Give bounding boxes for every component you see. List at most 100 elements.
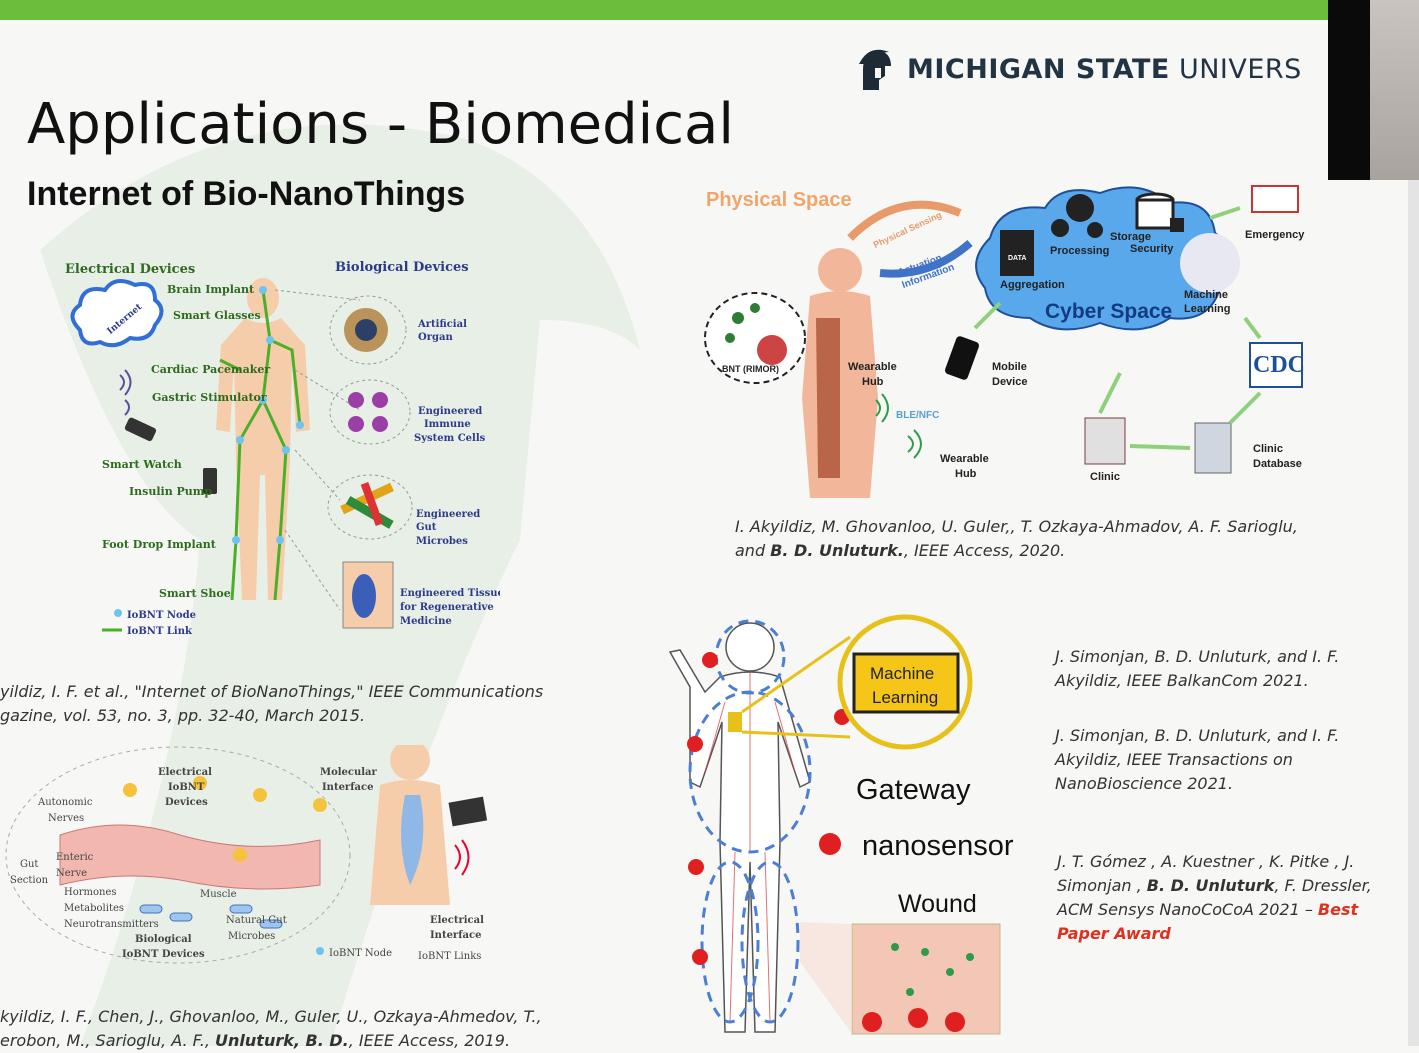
svg-text:Insulin Pump: Insulin Pump — [129, 485, 212, 498]
svg-text:IoBNT Devices: IoBNT Devices — [122, 949, 205, 960]
svg-text:Wearable: Wearable — [848, 361, 897, 373]
svg-text:Microbes: Microbes — [416, 536, 468, 547]
svg-text:IoBNT: IoBNT — [168, 782, 205, 793]
cyber-physical-figure: Physical Space Physical Sensing Actuatio… — [704, 185, 1305, 498]
processing-gears-icon — [1051, 194, 1103, 238]
svg-text:Natural Gut: Natural Gut — [226, 915, 287, 926]
physical-space-label: Physical Space — [706, 189, 852, 211]
data-stack-icon — [1000, 230, 1034, 276]
iobnt-body-figure: Electrical Devices Biological Devices In… — [65, 260, 500, 637]
svg-text:Mobile: Mobile — [992, 361, 1027, 373]
ble-signal-icon — [875, 393, 889, 423]
svg-text:System Cells: System Cells — [414, 433, 486, 444]
woman-figure — [802, 248, 878, 498]
svg-text:Brain Implant: Brain Implant — [167, 283, 255, 296]
svg-text:IoBNT Node: IoBNT Node — [127, 610, 196, 621]
webcam-feed — [1370, 0, 1419, 180]
smartphone-icon — [124, 417, 157, 442]
gut-microbes-icon — [340, 481, 394, 529]
msu-logo: MICHIGAN STATE UNIVERS — [855, 45, 1302, 93]
svg-text:Nerves: Nerves — [48, 813, 84, 824]
citation-iobnt-2015: yildiz, I. F. et al., "Internet of BioNa… — [0, 682, 544, 725]
svg-text:Hub: Hub — [955, 468, 977, 480]
nanosensor-legend-icon — [819, 833, 841, 855]
microbes-icon — [139, 904, 283, 929]
clinic-database-icon — [1194, 422, 1232, 474]
svg-text:Biological: Biological — [135, 934, 192, 945]
svg-text:IoBNT Link: IoBNT Link — [127, 626, 193, 637]
torso-figure — [370, 745, 450, 905]
citation-ieee-access-2020: I. Akyildiz, M. Ghovanloo, U. Guler,, T.… — [735, 517, 1298, 560]
svg-text:Molecular: Molecular — [320, 767, 378, 778]
actuation-arrow — [879, 239, 973, 278]
svg-text:Gut: Gut — [416, 522, 437, 533]
svg-text:Autonomic: Autonomic — [37, 797, 93, 808]
svg-text:Machine: Machine — [870, 664, 934, 683]
svg-text:Electrical: Electrical — [158, 767, 212, 778]
clinic-icon — [1084, 417, 1126, 465]
body-vascular-outline — [668, 622, 811, 1033]
svg-text:Hub: Hub — [862, 376, 884, 388]
svg-text:Immune: Immune — [424, 419, 471, 430]
svg-text:Gut: Gut — [20, 859, 38, 870]
iobnt-nodes — [232, 286, 304, 544]
svg-text:Organ: Organ — [418, 332, 453, 343]
svg-text:Machine: Machine — [1184, 289, 1228, 301]
wireless-signal-icon — [119, 369, 132, 416]
spartan-helmet-icon — [859, 49, 891, 90]
svg-text:Storage: Storage — [1110, 231, 1151, 243]
svg-text:Section: Section — [10, 875, 49, 886]
gateway-label: Gateway — [856, 774, 971, 806]
nanosensor-label: nanosensor — [862, 830, 1014, 862]
svg-text:Interface: Interface — [322, 782, 373, 793]
storage-security-icon — [1135, 192, 1184, 232]
svg-text:Device: Device — [992, 376, 1027, 388]
svg-text:Neurotransmitters: Neurotransmitters — [64, 919, 159, 930]
citation-iobnt-2019: kyildiz, I. F., Chen, J., Ghovanloo, M.,… — [0, 1007, 542, 1050]
svg-text:Database: Database — [1253, 458, 1302, 470]
svg-text:Metabolites: Metabolites — [64, 903, 124, 914]
svg-text:Nerve: Nerve — [56, 868, 87, 879]
svg-text:Security: Security — [1130, 243, 1174, 255]
svg-text:Wearable: Wearable — [940, 453, 989, 465]
scrollbar[interactable] — [1408, 180, 1419, 1046]
neurons-icon — [123, 776, 327, 862]
internet-cloud-icon: Internet — [70, 279, 164, 348]
svg-text:Learning: Learning — [872, 688, 938, 707]
top-accent-bar — [0, 0, 1419, 20]
insulin-pump-icon — [203, 468, 217, 494]
sensor-region-dashes — [688, 619, 812, 1024]
wound-label: Wound — [898, 890, 977, 918]
nanosensor-body-figure: Machine Learning Gateway nanosensor Woun… — [668, 614, 1014, 1035]
svg-text:Devices: Devices — [165, 797, 208, 808]
svg-text:Engineered: Engineered — [416, 509, 480, 520]
citation-nanobioscience-2021: J. Simonjan, B. D. Unluturk, and I. F. A… — [1055, 726, 1340, 793]
svg-text:Cyber Space: Cyber Space — [1045, 300, 1172, 323]
svg-text:Clinic: Clinic — [1253, 443, 1283, 455]
svg-text:Smart Shoe: Smart Shoe — [159, 587, 231, 600]
svg-text:Gastric Stimulator: Gastric Stimulator — [152, 391, 267, 404]
svg-text:Microbes: Microbes — [228, 931, 275, 942]
mobile-device-icon — [945, 336, 979, 380]
svg-text:for Regenerative: for Regenerative — [400, 602, 494, 613]
machine-learning-network-icon — [1180, 233, 1240, 293]
slide-subtitle: Internet of Bio-NanoThings — [27, 175, 466, 213]
human-body-silhouette — [216, 278, 310, 600]
biological-devices-title: Biological Devices — [335, 260, 469, 275]
gut-iobnt-figure: Electrical IoBNT Devices Molecular Inter… — [5, 745, 488, 964]
connection-arrows — [973, 206, 1262, 450]
svg-text:CDC: CDC — [1253, 352, 1305, 378]
gut-tissue — [59, 824, 321, 890]
cdc-logo — [1249, 342, 1303, 388]
svg-text:IoBNT Links: IoBNT Links — [418, 951, 481, 962]
ambulance-icon — [1251, 185, 1299, 213]
svg-text:Foot Drop Implant: Foot Drop Implant — [102, 538, 217, 551]
gateway-zoom — [837, 614, 973, 750]
machine-learning-box — [852, 652, 960, 714]
svg-text:Learning: Learning — [1184, 303, 1230, 315]
svg-text:Enteric: Enteric — [56, 852, 94, 863]
svg-text:Processing: Processing — [1050, 245, 1109, 257]
svg-text:Cardiac Pacemaker: Cardiac Pacemaker — [151, 363, 270, 376]
citation-nanococoa-2021: J. T. Gómez , A. Kuestner , K. Pitke , J… — [1057, 852, 1372, 943]
citation-balkancom-2021: J. Simonjan, B. D. Unluturk, and I. F. A… — [1055, 647, 1340, 690]
